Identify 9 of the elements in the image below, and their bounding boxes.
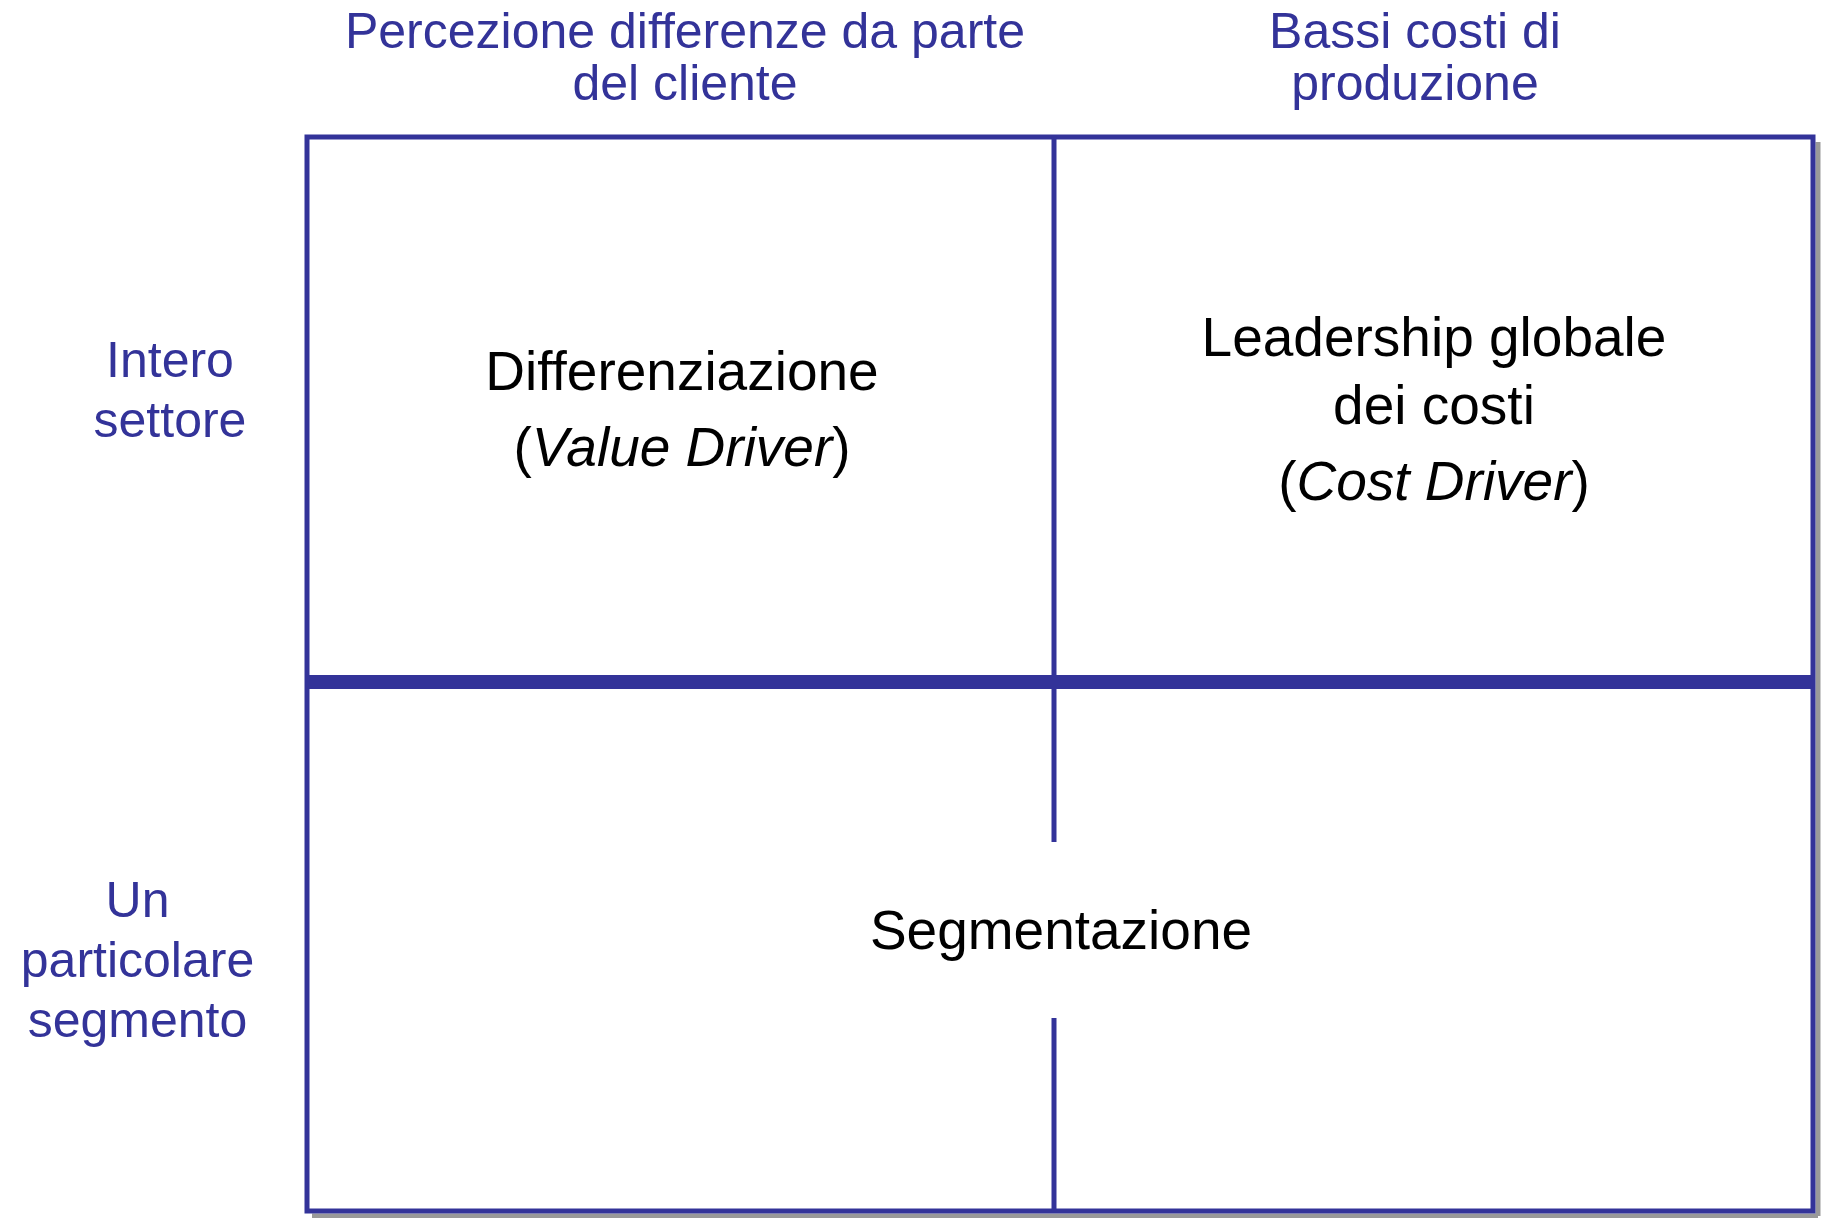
cell-title: Differenziazione xyxy=(485,338,879,404)
cell-subtitle: (Cost Driver) xyxy=(1278,448,1590,514)
column-header: Bassi costi di produzione xyxy=(1268,5,1562,109)
column-header: Percezione differenze da parte del cliente xyxy=(343,5,1027,109)
cell-title: Leadership globale dei costi xyxy=(1200,304,1668,438)
cell-title: Segmentazione xyxy=(869,898,1253,963)
row-header: Intero settore xyxy=(92,331,248,450)
row-header: Un particolare segmento xyxy=(19,871,256,1050)
cell-subtitle: (Value Driver) xyxy=(513,414,851,480)
